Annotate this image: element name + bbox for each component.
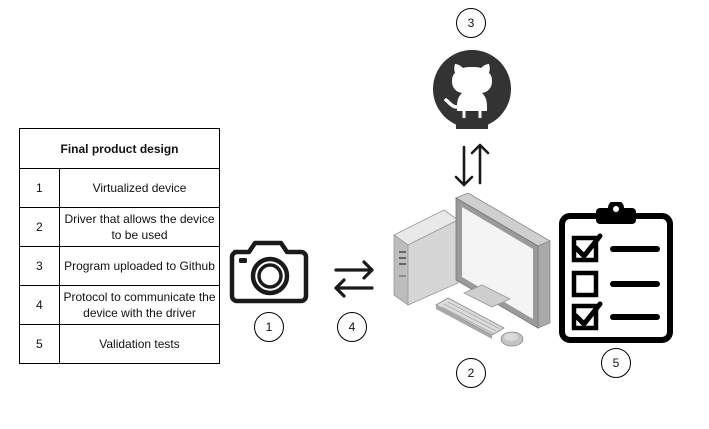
legend-row-number: 5 (19, 324, 60, 364)
legend-row-number: 3 (19, 246, 60, 286)
legend-row: 3 Program uploaded to Github (19, 246, 220, 286)
badge-camera: 1 (254, 312, 284, 342)
legend-row-label: Protocol to communicate the device with … (59, 285, 220, 325)
legend-header-row: Final product design (19, 128, 220, 169)
vertical-swap-arrows-icon (454, 143, 490, 187)
badge-protocol: 4 (337, 312, 367, 342)
legend-title: Final product design (19, 128, 220, 169)
github-icon (433, 50, 511, 129)
legend-row-label: Program uploaded to Github (59, 246, 220, 286)
legend-row: 1 Virtualized device (19, 168, 220, 208)
badge-github: 3 (456, 8, 486, 38)
legend-row: 5 Validation tests (19, 324, 220, 364)
legend-row-number: 1 (19, 168, 60, 208)
legend-row: 2 Driver that allows the device to be us… (19, 207, 220, 247)
badge-computer: 2 (456, 358, 486, 388)
swap-arrows-icon (334, 260, 374, 298)
legend-row: 4 Protocol to communicate the device wit… (19, 285, 220, 325)
legend-table: Final product design 1 Virtualized devic… (19, 128, 220, 364)
legend-row-label: Virtualized device (59, 168, 220, 208)
desktop-computer-icon (393, 193, 551, 347)
legend-row-number: 4 (19, 285, 60, 325)
legend-row-label: Validation tests (59, 324, 220, 364)
legend-row-label: Driver that allows the device to be used (59, 207, 220, 247)
clipboard-checklist-icon (559, 202, 673, 343)
camera-icon (229, 240, 309, 304)
badge-tests: 5 (601, 348, 631, 378)
legend-row-number: 2 (19, 207, 60, 247)
